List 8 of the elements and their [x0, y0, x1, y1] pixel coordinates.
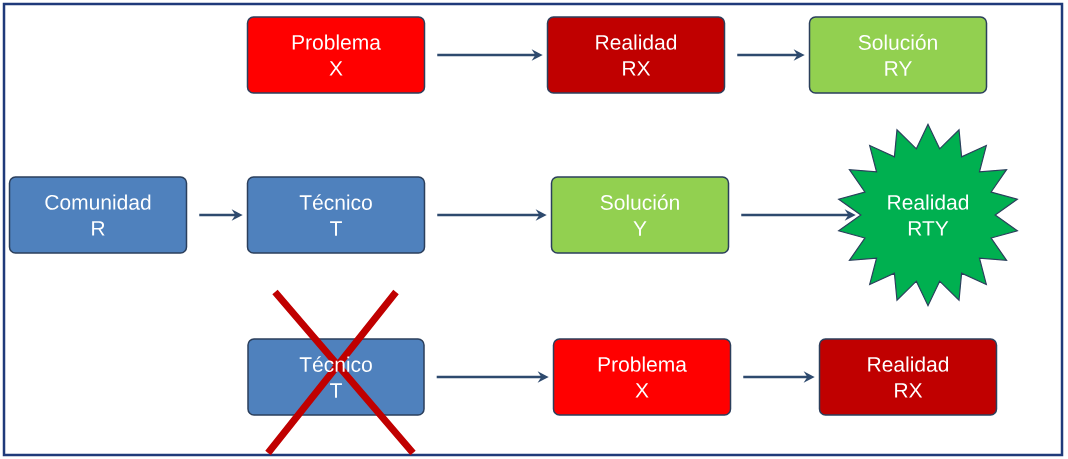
process-box: Solución Y — [550, 176, 730, 254]
process-box: Problema X — [552, 338, 732, 416]
process-box: Técnico T — [246, 176, 426, 254]
process-box: Realidad RX — [818, 338, 998, 416]
process-box: Solución RY — [808, 16, 988, 94]
process-box: Problema X — [246, 16, 426, 94]
process-box: Comunidad R — [8, 176, 188, 254]
process-box: Realidad RX — [546, 16, 726, 94]
